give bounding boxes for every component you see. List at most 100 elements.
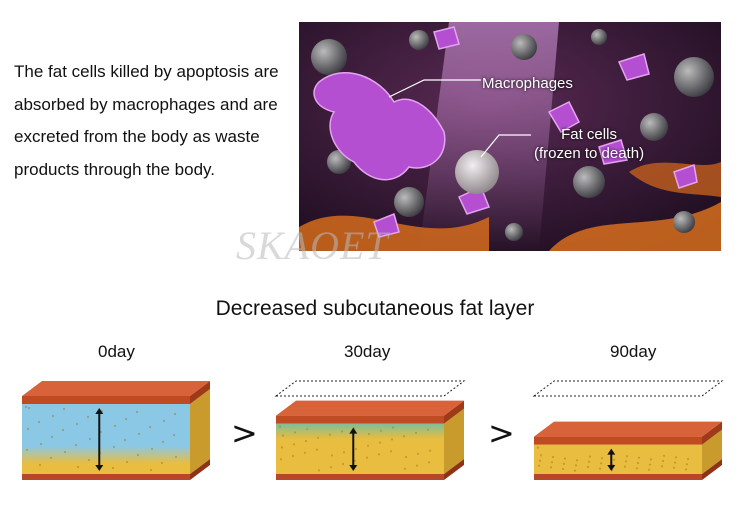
fat-layer-side xyxy=(444,408,464,474)
fat-texture-dot xyxy=(172,433,176,437)
fat-texture-dot xyxy=(353,459,357,462)
fat-texture-dot xyxy=(662,454,666,457)
fat-texture-dot xyxy=(304,439,308,443)
fat-texture-dot xyxy=(415,464,419,467)
fat-texture-dot xyxy=(575,459,579,462)
arrow-head-down xyxy=(349,465,358,471)
fat-texture-dot xyxy=(303,451,307,454)
fat-texture-dot xyxy=(623,465,627,468)
fat-texture-dot xyxy=(379,429,383,432)
section-title: Decreased subcutaneous fat layer xyxy=(215,297,535,320)
fat-texture-dot xyxy=(538,459,542,462)
fat-texture-dot xyxy=(574,464,578,467)
fat-texture-dot xyxy=(426,428,430,431)
fat-texture-dot xyxy=(173,412,177,416)
fat-texture-dot xyxy=(280,446,284,449)
macrophages-label: Macrophages xyxy=(482,75,573,92)
fat-texture-dot xyxy=(428,449,432,452)
fat-layer xyxy=(534,444,702,474)
fat-texture-dot xyxy=(123,438,127,442)
fat-texture-dot xyxy=(341,462,345,466)
fat-texture-dot xyxy=(88,437,92,441)
fat-texture-dot xyxy=(24,405,28,409)
arrow-head-up xyxy=(607,448,616,455)
fat-texture-dot xyxy=(148,425,152,429)
fat-texture-dot xyxy=(612,458,616,461)
fat-texture-dot xyxy=(661,459,665,463)
fat-texture-dot xyxy=(366,444,370,447)
fat-texture-dot xyxy=(75,422,79,426)
fat-texture-dot xyxy=(673,461,677,464)
fat-texture-dot xyxy=(402,435,406,438)
fat-texture-dot xyxy=(599,462,603,465)
fat-texture-dot xyxy=(50,435,54,439)
fat-texture-dot xyxy=(161,440,165,444)
fat-texture-dot xyxy=(317,469,321,472)
fat-texture-dot xyxy=(636,461,640,465)
fat-texture-dot xyxy=(685,463,689,466)
fat-texture-dot xyxy=(391,426,395,429)
fat-texture-dot xyxy=(389,450,393,453)
fat-texture-dot xyxy=(378,441,382,444)
intro-paragraph: The fat cells killed by apoptosis are ab… xyxy=(14,62,279,179)
fat-texture-dot xyxy=(62,407,66,411)
fat-texture-dot xyxy=(27,406,31,410)
fat-layer xyxy=(22,404,190,474)
skin-layer xyxy=(534,436,702,445)
macrophage-micrograph: Macrophages Fat cells (frozen to death) xyxy=(299,22,721,251)
base-layer xyxy=(276,474,444,480)
fat-texture-dot xyxy=(637,456,641,459)
skin-layer-side xyxy=(702,421,722,445)
fat-cells-label: Fat cells (frozen to death) xyxy=(534,125,644,163)
comparison-symbol: > xyxy=(488,414,515,452)
stage-label-0day: 0day xyxy=(98,342,135,361)
fat-texture-dot xyxy=(74,443,78,447)
fat-texture-dot xyxy=(61,428,65,432)
watermark-logo: SKAOET xyxy=(236,223,389,268)
arrow-head-down xyxy=(607,465,616,471)
fat-layer-side xyxy=(702,429,722,474)
fat-texture-dot xyxy=(427,461,431,464)
fat-texture-dot xyxy=(328,433,332,436)
fat-texture-dot xyxy=(51,414,55,418)
fat-texture-dot xyxy=(562,462,566,465)
fat-texture-dot xyxy=(537,464,541,467)
fat-layer-side xyxy=(190,389,210,474)
fat-texture-dot xyxy=(672,466,676,469)
fat-texture-dot xyxy=(329,466,333,469)
fat-texture-dot xyxy=(316,436,320,439)
fat-texture-dot xyxy=(293,431,297,434)
base-layer-side xyxy=(444,459,464,480)
fat-texture-dot xyxy=(160,461,164,465)
fat-texture-dot xyxy=(315,448,319,451)
fat-texture-dot xyxy=(647,468,651,471)
skin-layer xyxy=(276,415,444,424)
fat-texture-dot xyxy=(162,419,166,423)
skin-layer-side xyxy=(190,381,210,404)
fat-texture-dot xyxy=(586,465,590,469)
original-volume-outline xyxy=(274,380,466,397)
fat-texture-dot xyxy=(625,455,629,458)
fat-texture-dot xyxy=(49,456,53,460)
fat-texture-dot xyxy=(551,455,555,459)
fat-cells-label-line1: Fat cells xyxy=(561,126,617,143)
fat-texture-dot xyxy=(342,451,346,454)
fat-texture-dot xyxy=(674,456,678,459)
fat-texture-dot xyxy=(111,466,115,470)
fat-texture-dot xyxy=(135,410,139,414)
fat-texture-dot xyxy=(174,455,178,459)
fat-texture-dot xyxy=(660,465,664,468)
fat-texture-dot xyxy=(403,467,407,470)
fat-texture-dot xyxy=(573,469,577,472)
fat-texture-dot xyxy=(588,455,592,458)
comparison-symbol: > xyxy=(231,414,258,452)
fat-texture-dot xyxy=(87,458,91,462)
fat-texture-dot xyxy=(354,447,358,451)
tissue-block-0day xyxy=(22,381,210,480)
base-layer xyxy=(22,474,190,480)
fat-texture-dot xyxy=(684,468,688,471)
arrow-head-up xyxy=(95,408,104,414)
fat-texture-dot xyxy=(563,457,567,460)
fat-texture-dot xyxy=(414,431,418,435)
fat-texture-dot xyxy=(367,432,371,436)
